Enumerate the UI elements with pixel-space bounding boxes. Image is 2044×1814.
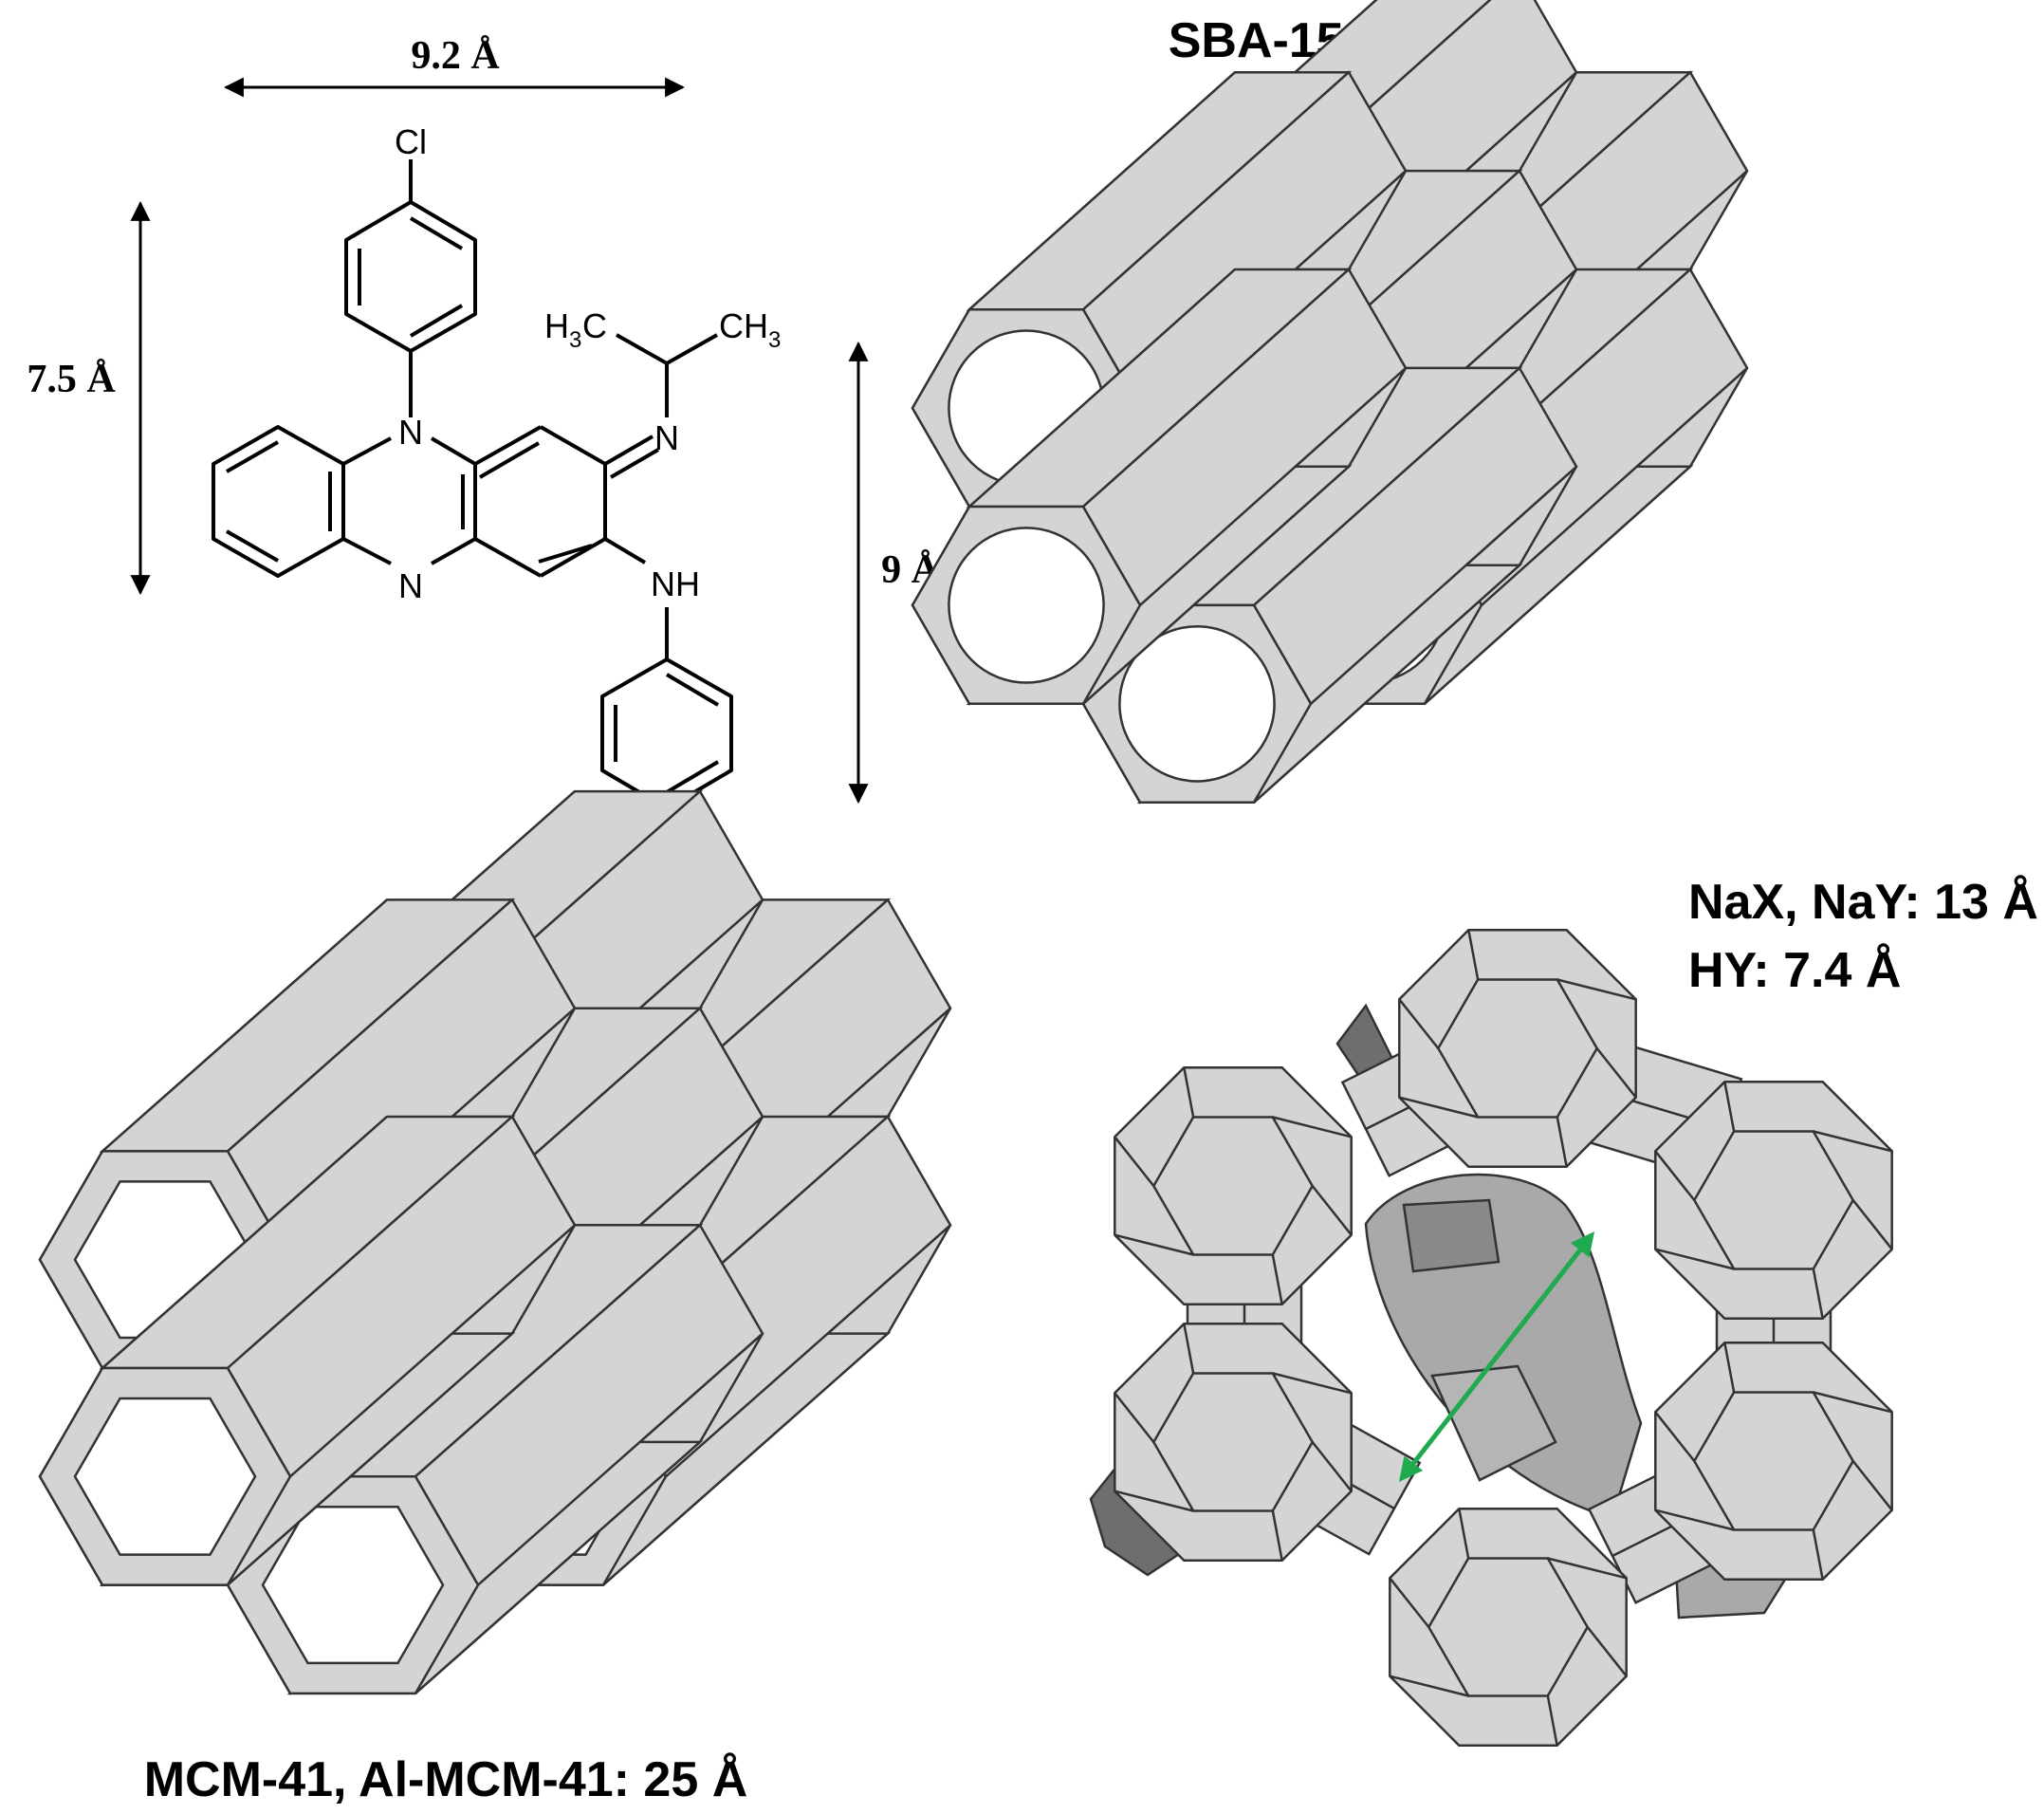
zeolite-cage-edge <box>1813 1130 1893 1153</box>
zeolite-cage-edge <box>1851 1460 1893 1511</box>
svg-text:C: C <box>582 306 607 345</box>
svg-text:CH: CH <box>719 306 768 345</box>
atom-labels: Cl N N N NH Cl H 3 C CH 3 <box>395 122 781 899</box>
atom-n-imine: N <box>654 418 679 457</box>
zeolite-cage-edge <box>1311 1441 1353 1492</box>
zeolite-inner-facet <box>1402 1198 1501 1273</box>
zeolite-cage-edge <box>1851 1199 1893 1250</box>
zeolite-cage-edge <box>1723 1342 1736 1393</box>
zeolite-cage-edge <box>1595 1047 1637 1099</box>
bottom-chlorophenyl-ring <box>600 657 733 810</box>
zeolite-cage-edge <box>1114 1392 1155 1443</box>
zeolite-cage-edge <box>1271 1510 1283 1561</box>
zeolite-cage-edge <box>1114 1233 1194 1256</box>
zeolite-cage-edge <box>1114 1490 1194 1512</box>
top-chlorophenyl-ring <box>344 200 477 353</box>
sba15-pore-opening <box>948 527 1105 684</box>
mcm41-pore-opening <box>261 1506 445 1665</box>
svg-text:H: H <box>544 306 569 345</box>
width-dimension-label: 9.2 Å <box>411 34 500 78</box>
zeolite-cage-edge <box>1654 1150 1696 1201</box>
zeolite-cage-edge <box>1272 1372 1353 1395</box>
height-left-dimension-label: 7.5 Å <box>27 358 116 401</box>
phenazine-middle-ring <box>342 436 477 565</box>
zeolite-cage-edge <box>1654 1411 1696 1462</box>
mcm41-pore-opening <box>73 1397 257 1556</box>
molecule-structure <box>212 159 733 854</box>
zeolite-cage-edge <box>1458 1509 1470 1559</box>
zeolite-cage-edge <box>1812 1529 1824 1580</box>
zeolite-cage-edge <box>1398 1096 1479 1119</box>
zeolite-cage-edge <box>1812 1268 1824 1319</box>
zeolite-cage-edge <box>1654 1248 1735 1270</box>
zeolite-cage-edge <box>1556 1117 1568 1167</box>
zeolite-cage-edge <box>1311 1185 1353 1236</box>
zeolite-faujasite-model <box>1089 929 1893 1747</box>
zeolite-cage-edge <box>1272 1116 1353 1138</box>
zeolite-cage-edge <box>1398 998 1440 1049</box>
zeolite-cage-edge <box>1556 978 1637 1001</box>
atom-n-ring: N <box>398 413 423 452</box>
mcm41-pore-model <box>38 789 952 1695</box>
zeolite-cage-edge <box>1654 1509 1735 1531</box>
sba15-pore-opening <box>1118 624 1276 783</box>
svg-text:3: 3 <box>569 327 581 353</box>
mcm41-label: MCM-41, Al-MCM-41: 25 Å <box>144 1752 748 1807</box>
zeolite-cage-edge <box>1389 1675 1469 1697</box>
zeolite-cage-edge <box>1271 1254 1283 1305</box>
zeolite-cage-edge <box>1547 1557 1628 1580</box>
svg-text:3: 3 <box>768 327 781 353</box>
zeolite-cage-edge <box>1546 1695 1558 1746</box>
methyl-left-label: H 3 C <box>544 306 607 353</box>
atom-n-center: N <box>398 566 423 605</box>
phenazine-left-ring <box>212 425 345 578</box>
zeolite-cage-edge <box>1723 1082 1736 1132</box>
zeolite-pore-diameter-arrow <box>1398 1231 1595 1482</box>
zeolite-cage-edge <box>1586 1626 1628 1677</box>
phenazine-right-ring <box>474 425 607 578</box>
zeolite-label-line2: HY: 7.4 Å <box>1688 943 1901 998</box>
zeolite-cage-edge <box>1183 1067 1195 1118</box>
methyl-right-label: CH 3 <box>719 306 781 353</box>
zeolite-cage-edge <box>1114 1136 1155 1187</box>
zeolite-cage-edge <box>1467 930 1480 980</box>
atom-cl-top: Cl <box>395 122 427 161</box>
dimension-arrows <box>130 77 869 805</box>
atom-nh: NH <box>651 565 700 603</box>
zeolite-cage-edge <box>1183 1323 1195 1374</box>
zeolite-label-line1: NaX, NaY: 13 Å <box>1688 875 2038 930</box>
sba15-pore-model <box>911 0 1749 805</box>
zeolite-cage-edge <box>1813 1391 1893 1414</box>
zeolite-cage-edge <box>1389 1577 1430 1628</box>
